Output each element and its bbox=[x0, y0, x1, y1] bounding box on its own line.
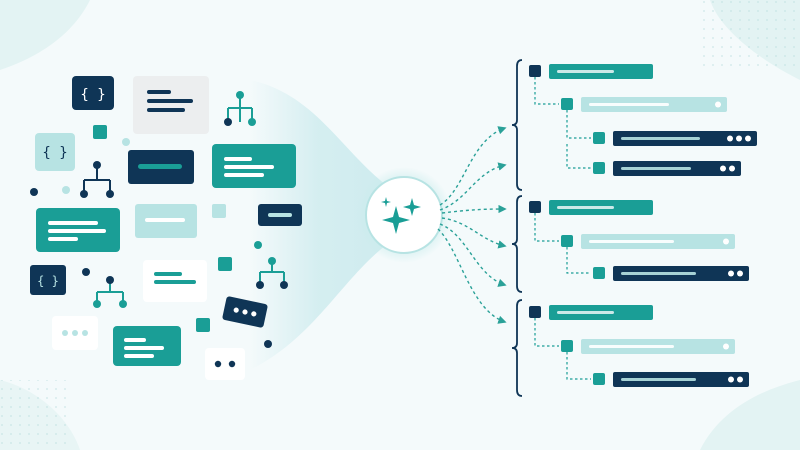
node-square bbox=[561, 98, 573, 110]
dot bbox=[62, 186, 70, 194]
teal-square bbox=[93, 125, 107, 139]
navy-ellipsis-card bbox=[222, 296, 268, 328]
white-dots-card bbox=[205, 348, 245, 380]
dot bbox=[30, 188, 38, 196]
node-square bbox=[561, 340, 573, 352]
group-bracket bbox=[511, 59, 523, 191]
hierarchy-icon bbox=[80, 161, 114, 198]
record-text-line bbox=[557, 70, 614, 73]
output-row bbox=[534, 318, 735, 354]
node-square bbox=[529, 201, 541, 213]
record-text-line bbox=[557, 206, 614, 209]
status-dot bbox=[723, 238, 729, 245]
navy-pill bbox=[258, 204, 302, 226]
status-dot bbox=[728, 270, 734, 277]
white-ellipsis-card bbox=[52, 316, 98, 350]
record-text-line bbox=[621, 378, 696, 381]
status-dot bbox=[736, 135, 742, 142]
output-row bbox=[529, 305, 653, 320]
node-square bbox=[593, 162, 605, 174]
white-document-card bbox=[143, 260, 207, 302]
code-braces-icon: { } bbox=[42, 145, 67, 161]
hierarchy-icon bbox=[256, 257, 288, 289]
record-text-line bbox=[621, 137, 700, 140]
structured-output-groups bbox=[511, 59, 757, 397]
ellipsis-dots-icon bbox=[62, 330, 88, 336]
output-group-1 bbox=[511, 59, 757, 191]
status-dot bbox=[737, 376, 743, 383]
navy-card bbox=[128, 150, 194, 184]
node-square bbox=[593, 267, 605, 279]
dot bbox=[264, 340, 272, 348]
group-bracket bbox=[511, 195, 523, 293]
record-text-line bbox=[621, 167, 691, 170]
unstructured-data-cluster: { } { } bbox=[30, 76, 302, 380]
record-text-line bbox=[557, 311, 614, 314]
tree-connector bbox=[566, 110, 591, 139]
tree-connector bbox=[534, 77, 559, 105]
hierarchy-icon bbox=[93, 276, 127, 308]
output-row bbox=[529, 200, 653, 215]
output-row bbox=[566, 144, 741, 176]
dot bbox=[82, 268, 90, 276]
tree-connector bbox=[566, 352, 591, 380]
output-row bbox=[566, 110, 757, 146]
status-dot bbox=[720, 165, 726, 172]
teal-document-card-bottom bbox=[113, 326, 181, 366]
output-group-3 bbox=[511, 299, 749, 397]
teal-document-card-large bbox=[36, 208, 120, 252]
status-dot bbox=[715, 101, 721, 108]
record-text-line bbox=[621, 272, 696, 275]
teal-square bbox=[196, 318, 210, 332]
output-row bbox=[529, 64, 653, 79]
node-square bbox=[593, 132, 605, 144]
teal-square bbox=[212, 204, 226, 218]
output-row bbox=[566, 352, 749, 387]
document-card bbox=[133, 76, 209, 134]
status-dot bbox=[729, 165, 735, 172]
output-row bbox=[534, 213, 735, 249]
node-square bbox=[529, 306, 541, 318]
status-dot bbox=[737, 270, 743, 277]
code-braces-icon: { } bbox=[80, 87, 105, 103]
status-dot bbox=[728, 376, 734, 383]
output-row bbox=[534, 77, 727, 112]
light-card bbox=[135, 204, 197, 238]
node-square bbox=[529, 65, 541, 77]
tree-connector bbox=[566, 144, 591, 169]
record-text-line bbox=[589, 103, 669, 106]
group-bracket bbox=[511, 299, 523, 397]
node-square bbox=[561, 235, 573, 247]
ai-hub bbox=[356, 167, 452, 263]
code-card: { } bbox=[72, 76, 114, 110]
status-dot bbox=[727, 135, 733, 142]
code-card-dark: { } bbox=[30, 265, 66, 295]
status-dot bbox=[723, 343, 729, 350]
connector-lines bbox=[437, 126, 507, 324]
teal-square bbox=[218, 257, 232, 271]
teal-document-card bbox=[212, 144, 296, 188]
tree-connector bbox=[566, 247, 591, 274]
output-row bbox=[566, 247, 749, 281]
record-text-line bbox=[589, 240, 674, 243]
sparkles-icon bbox=[381, 197, 421, 234]
dot bbox=[254, 241, 262, 249]
tree-connector bbox=[534, 213, 559, 242]
tree-connector bbox=[534, 318, 559, 347]
record-text-line bbox=[589, 345, 674, 348]
status-dot bbox=[745, 135, 751, 142]
hierarchy-icon bbox=[224, 91, 256, 126]
output-group-2 bbox=[511, 195, 749, 293]
ellipsis-dots-icon bbox=[233, 307, 257, 317]
code-braces-icon: { } bbox=[37, 274, 59, 288]
code-card-light: { } bbox=[35, 133, 75, 171]
node-square bbox=[593, 373, 605, 385]
dot bbox=[122, 138, 130, 146]
